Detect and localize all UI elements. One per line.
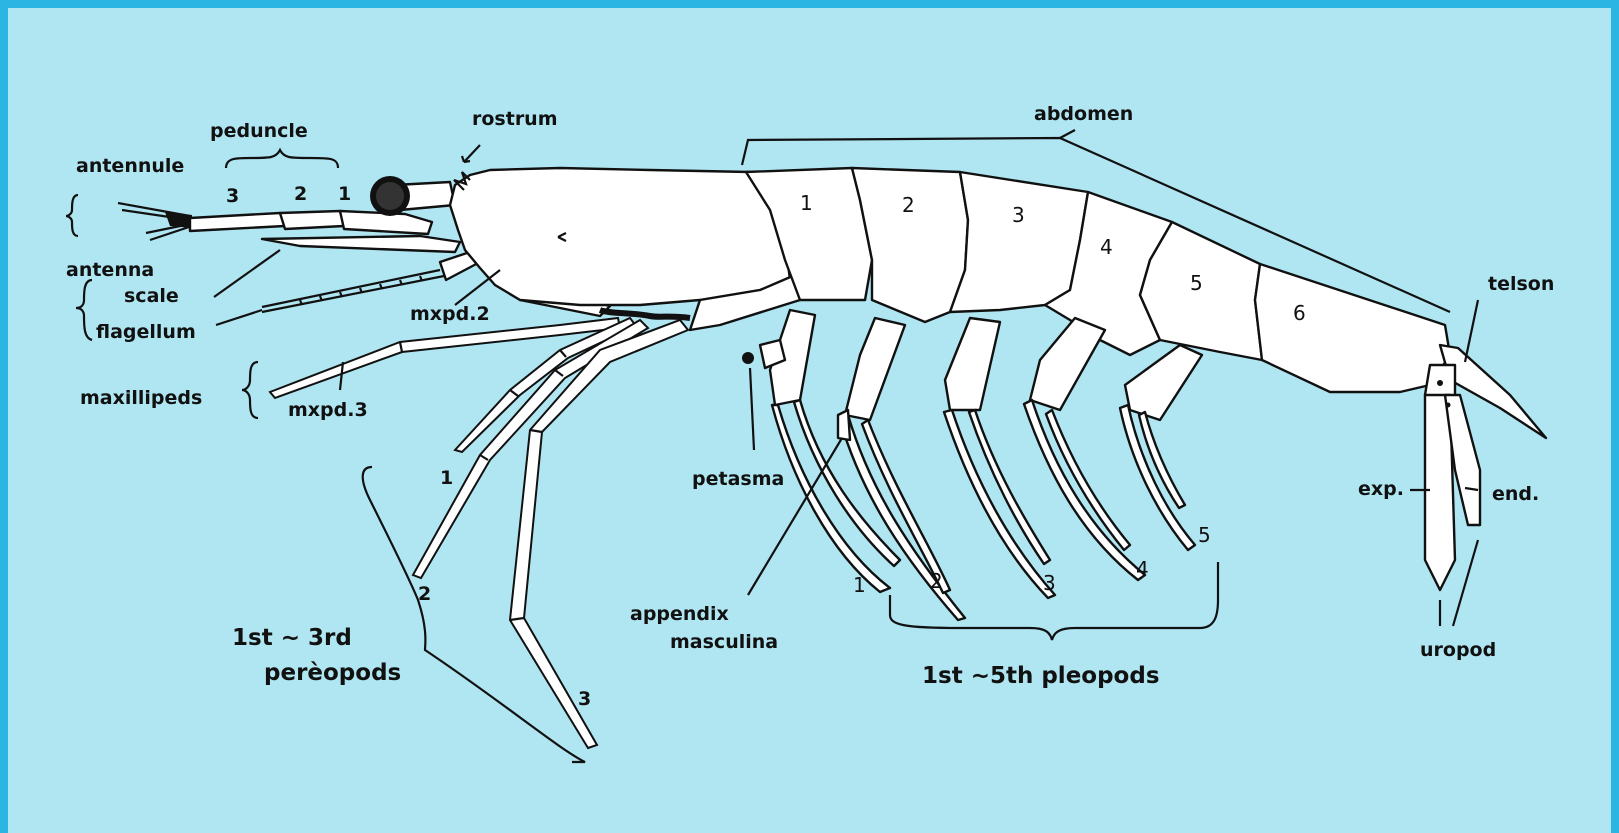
pleopod-4 xyxy=(1024,318,1145,580)
flagellum-pointer xyxy=(216,310,262,325)
label-peduncle-1: 1 xyxy=(338,183,351,205)
label-appendix-1: appendix xyxy=(630,603,729,625)
pleopod-number-1: 1 xyxy=(853,573,866,597)
pereopod-number-1: 1 xyxy=(440,467,453,489)
pereopod-number-2: 2 xyxy=(418,583,431,605)
pleopod-number-4: 4 xyxy=(1136,557,1149,581)
label-exp: exp. xyxy=(1358,478,1404,500)
label-pereopods-2: perèopods xyxy=(264,660,401,686)
scale-pointer xyxy=(214,250,280,297)
abdomen-segment-1: 1 xyxy=(800,191,813,215)
label-abdomen: abdomen xyxy=(1034,103,1133,125)
petasma-pointer xyxy=(750,368,754,450)
label-telson: telson xyxy=(1488,273,1554,295)
label-peduncle-2: 2 xyxy=(294,183,307,205)
label-scale: scale xyxy=(124,285,179,307)
label-mxpd3: mxpd.3 xyxy=(288,399,368,421)
label-uropod: uropod xyxy=(1420,639,1496,661)
label-peduncle-3: 3 xyxy=(226,185,239,207)
label-peduncle: peduncle xyxy=(210,120,308,142)
abdomen-segments xyxy=(746,168,1450,392)
abdomen-segment-2: 2 xyxy=(902,193,915,217)
abdomen-segment-6: 6 xyxy=(1293,301,1306,325)
rostrum-pointer xyxy=(462,145,480,162)
abdomen-segment-5: 5 xyxy=(1190,271,1203,295)
label-rostrum: rostrum xyxy=(472,108,558,130)
maxillipeds-brace xyxy=(242,362,258,418)
label-antenna: antenna xyxy=(66,259,154,281)
abdomen-segment-4: 4 xyxy=(1100,235,1113,259)
pleopod-number-5: 5 xyxy=(1198,523,1211,547)
abdomen-segment-3: 3 xyxy=(1012,203,1025,227)
label-mxpd2: mxpd.2 xyxy=(410,303,490,325)
antenna-scale xyxy=(262,236,460,252)
label-maxillipeds: maxillipeds xyxy=(80,387,202,409)
label-end: end. xyxy=(1492,483,1539,505)
label-appendix-2: masculina xyxy=(670,631,778,653)
antenna-brace xyxy=(76,280,92,340)
pleopod-number-2: 2 xyxy=(930,569,943,593)
carapace xyxy=(450,168,800,330)
label-pereopods-1: 1st ~ 3rd xyxy=(232,625,352,651)
label-flagellum: flagellum xyxy=(96,321,196,343)
pereopod-3 xyxy=(510,320,688,748)
uropod xyxy=(1425,365,1480,590)
pleopod-3 xyxy=(944,318,1055,598)
antennule-flagella xyxy=(118,203,192,240)
pleopod-number-3: 3 xyxy=(1043,571,1056,595)
peduncle-bracket xyxy=(226,150,338,168)
telson-pointer xyxy=(1465,300,1478,362)
pereopods-bracket xyxy=(363,467,585,762)
label-petasma: petasma xyxy=(692,468,784,490)
pereopod-number-3: 3 xyxy=(578,688,591,710)
eye xyxy=(370,176,455,216)
mxpd2-pointer xyxy=(455,270,500,305)
pleopod-5 xyxy=(1120,345,1202,550)
antennule-brace xyxy=(66,195,78,236)
label-antennule: antennule xyxy=(76,155,184,177)
label-pleopods: 1st ~5th pleopods xyxy=(922,663,1160,689)
